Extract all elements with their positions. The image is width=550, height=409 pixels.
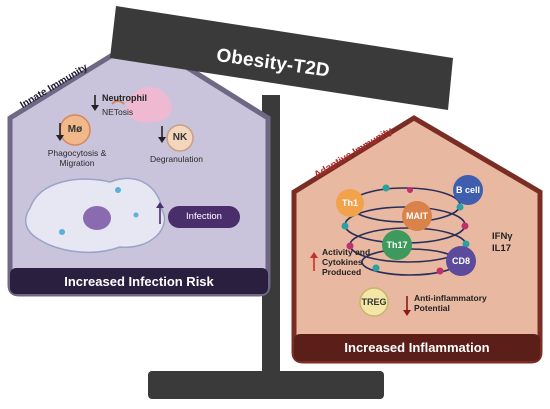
degranulation-label: Degranulation [150, 154, 203, 164]
bcell-label: B cell [455, 185, 480, 195]
activity-label: Activity and Cytokines Produced [322, 247, 371, 277]
activity-up-arrowhead [310, 252, 318, 258]
innate-footer-label: Increased Infection Risk [64, 274, 214, 289]
netosis-label: NETosis [102, 107, 134, 117]
cd8-cell [446, 246, 476, 276]
th1-cell [336, 189, 364, 217]
innate-footer-band [10, 268, 268, 294]
th1-label: Th1 [341, 198, 358, 208]
ifn-label: IFNγ [492, 231, 513, 242]
innate-panel [7, 35, 271, 297]
nk-label: NK [172, 132, 188, 143]
adaptive-panel [291, 115, 543, 364]
bacteria-icon [111, 100, 125, 105]
pathogen-dot [115, 187, 121, 193]
treg-cell [359, 287, 389, 317]
macrophage-down-arrowhead [56, 135, 64, 141]
th17-label: Th17 [386, 240, 408, 250]
spiral-dot [372, 264, 380, 272]
pathogen-dot [133, 212, 139, 218]
nk-down-arrowhead [158, 137, 166, 143]
macrophage-label: Mø [67, 124, 83, 135]
infection-badge-label: Infection [186, 211, 222, 222]
il17-label: IL17 [492, 243, 512, 254]
spiral-dot [341, 222, 349, 230]
neutrophil-down-arrowhead [91, 105, 99, 111]
mait-label: MAIT [406, 211, 428, 221]
spiral-dot [346, 242, 354, 250]
mait-cell [402, 201, 432, 231]
nk-cell [166, 124, 194, 152]
scale-beam [110, 6, 453, 110]
adaptive-footer-band [294, 334, 540, 361]
neutrophil-cell [126, 87, 172, 123]
spiral-dot [382, 184, 390, 192]
pathogen-dot [59, 229, 65, 235]
scale-base [148, 371, 384, 399]
infection-up-arrowhead [156, 202, 164, 208]
anti-inflammatory-label: Anti-inflammatory Potential [414, 293, 487, 313]
phagocytosis-label: Phagocytosis & Migration [47, 148, 107, 168]
infection-badge [168, 206, 240, 228]
spiral-dot [456, 203, 464, 211]
adaptive-footer-label: Increased Inflammation [344, 340, 490, 355]
th17-cell [382, 230, 412, 260]
beam-pivot [248, 30, 292, 74]
spiral-dot [461, 222, 469, 230]
spiral-dot [462, 240, 470, 248]
spiral-dot [436, 267, 444, 275]
treg-down-arrowhead [403, 310, 411, 316]
cd8-label: CD8 [451, 256, 470, 266]
treg-label: TREG [361, 297, 387, 307]
cell-nucleus [83, 206, 111, 230]
spiral-dot [407, 187, 413, 193]
bcell-cell [453, 175, 483, 205]
neutrophil-label: Neutrophil [102, 93, 147, 103]
